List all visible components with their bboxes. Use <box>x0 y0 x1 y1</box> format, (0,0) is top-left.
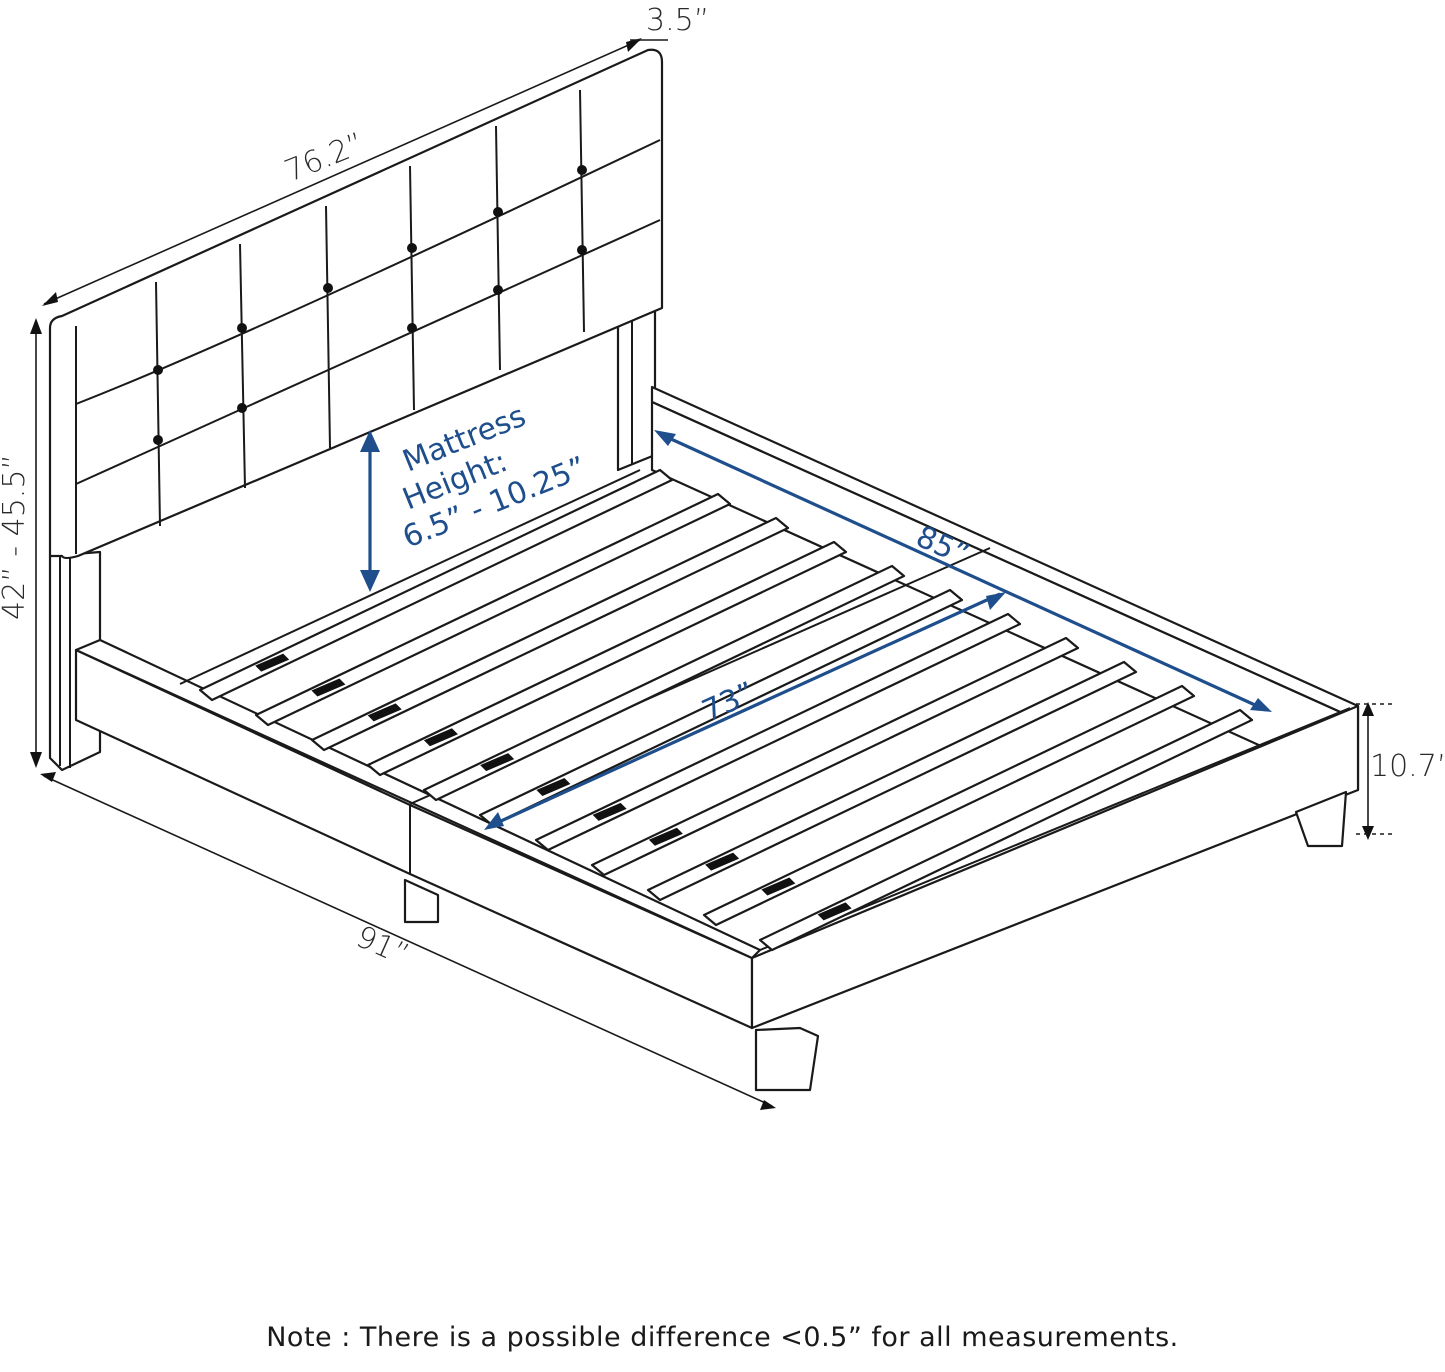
dimension-lines <box>30 38 1392 1110</box>
slat <box>534 612 1022 852</box>
slat <box>422 564 906 802</box>
overall-height-label: 42” - 45.5” <box>0 454 32 620</box>
slats <box>198 468 1254 952</box>
slat-clip <box>536 778 571 796</box>
slat <box>366 540 848 777</box>
slat <box>702 684 1196 927</box>
measurement-note: Note : There is a possible difference <0… <box>266 1322 1179 1353</box>
slat-clip <box>817 902 852 921</box>
mattress-dimension-lines <box>360 430 1272 830</box>
slat-clip <box>311 678 346 697</box>
slat-clip <box>648 827 683 846</box>
bed-frame <box>74 385 1360 1092</box>
headboard <box>48 48 664 772</box>
slat <box>254 492 732 727</box>
slat-clip <box>255 653 290 672</box>
headboard-depth-label: 3.5” <box>646 3 709 38</box>
slat-clip <box>480 753 515 772</box>
slat-clip <box>761 877 796 896</box>
slat-clip <box>423 728 458 747</box>
slat-clip <box>592 802 627 821</box>
tufting-buttons <box>153 165 587 445</box>
slat <box>310 516 790 752</box>
slat <box>646 660 1138 902</box>
slat <box>478 588 964 827</box>
frame-height-label: 10.7” <box>1370 749 1445 784</box>
slat-clip <box>367 703 402 722</box>
slat-clip <box>705 852 740 871</box>
slat <box>758 708 1254 952</box>
overall-length-label: 91” <box>351 919 414 973</box>
slat <box>590 636 1080 877</box>
slat <box>198 468 674 702</box>
